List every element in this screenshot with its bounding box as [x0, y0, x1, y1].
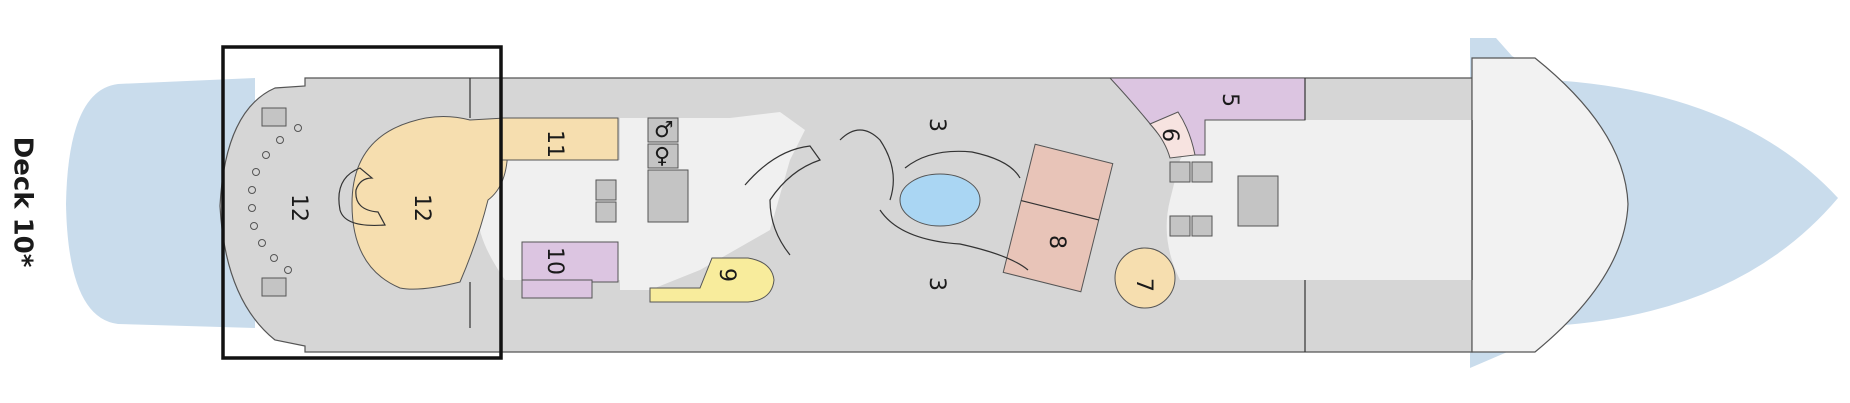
area-8-shape: [1002, 143, 1114, 293]
walkway-curve: [744, 145, 821, 256]
area-10-shape: [521, 241, 619, 283]
area-3-top-label: 3: [924, 118, 949, 132]
stairs-aft-deck-top: [261, 107, 287, 127]
lounge-curve: [338, 167, 386, 227]
elevator-fore-2: [1191, 161, 1213, 183]
elevator-aft-2: [595, 201, 617, 223]
restroom-male-icon: ♂: [654, 118, 674, 143]
area-9-shape: [649, 257, 775, 303]
pool: [899, 173, 981, 227]
elevator-fore-4: [1191, 215, 1213, 237]
area-10-inner: [521, 279, 593, 299]
area-11-shape: [499, 117, 619, 161]
area-7-shape: [1114, 247, 1176, 309]
stairs-aft-3: [647, 169, 689, 223]
area-10-label: 10: [542, 247, 567, 275]
stairs-aft-2: [647, 143, 679, 169]
restroom-female-icon: ♀: [654, 144, 670, 169]
area-12-deck-label: 12: [286, 194, 311, 222]
stairs-aft-deck-bottom: [261, 277, 287, 297]
lounge-12-shape: [351, 116, 509, 290]
area-3-bottom-label: 3: [924, 277, 949, 291]
area-8-group: [1002, 143, 1114, 293]
area-12-lounge-label: 12: [409, 194, 434, 222]
aft-seating: [248, 124, 302, 274]
stairs-fore: [1237, 175, 1279, 227]
highlight-frame: [221, 45, 503, 360]
elevator-fore-1: [1169, 161, 1191, 183]
elevator-fore-3: [1169, 215, 1191, 237]
interior-fore: [1166, 120, 1472, 280]
area-6-label: 6: [1157, 128, 1182, 142]
area-6-shape: [1149, 111, 1196, 159]
area-5-label: 5: [1217, 93, 1242, 107]
hull-water: [66, 78, 255, 328]
area-8-label: 8: [1044, 235, 1069, 249]
area-11-label: 11: [542, 130, 567, 158]
area-9-label: 9: [714, 268, 739, 282]
landscape-outline: [839, 129, 1029, 271]
area-7-label: 7: [1131, 278, 1156, 292]
stairs-aft-1: [647, 117, 679, 143]
bow-deck: [1471, 57, 1629, 353]
elevator-aft-1: [595, 179, 617, 201]
